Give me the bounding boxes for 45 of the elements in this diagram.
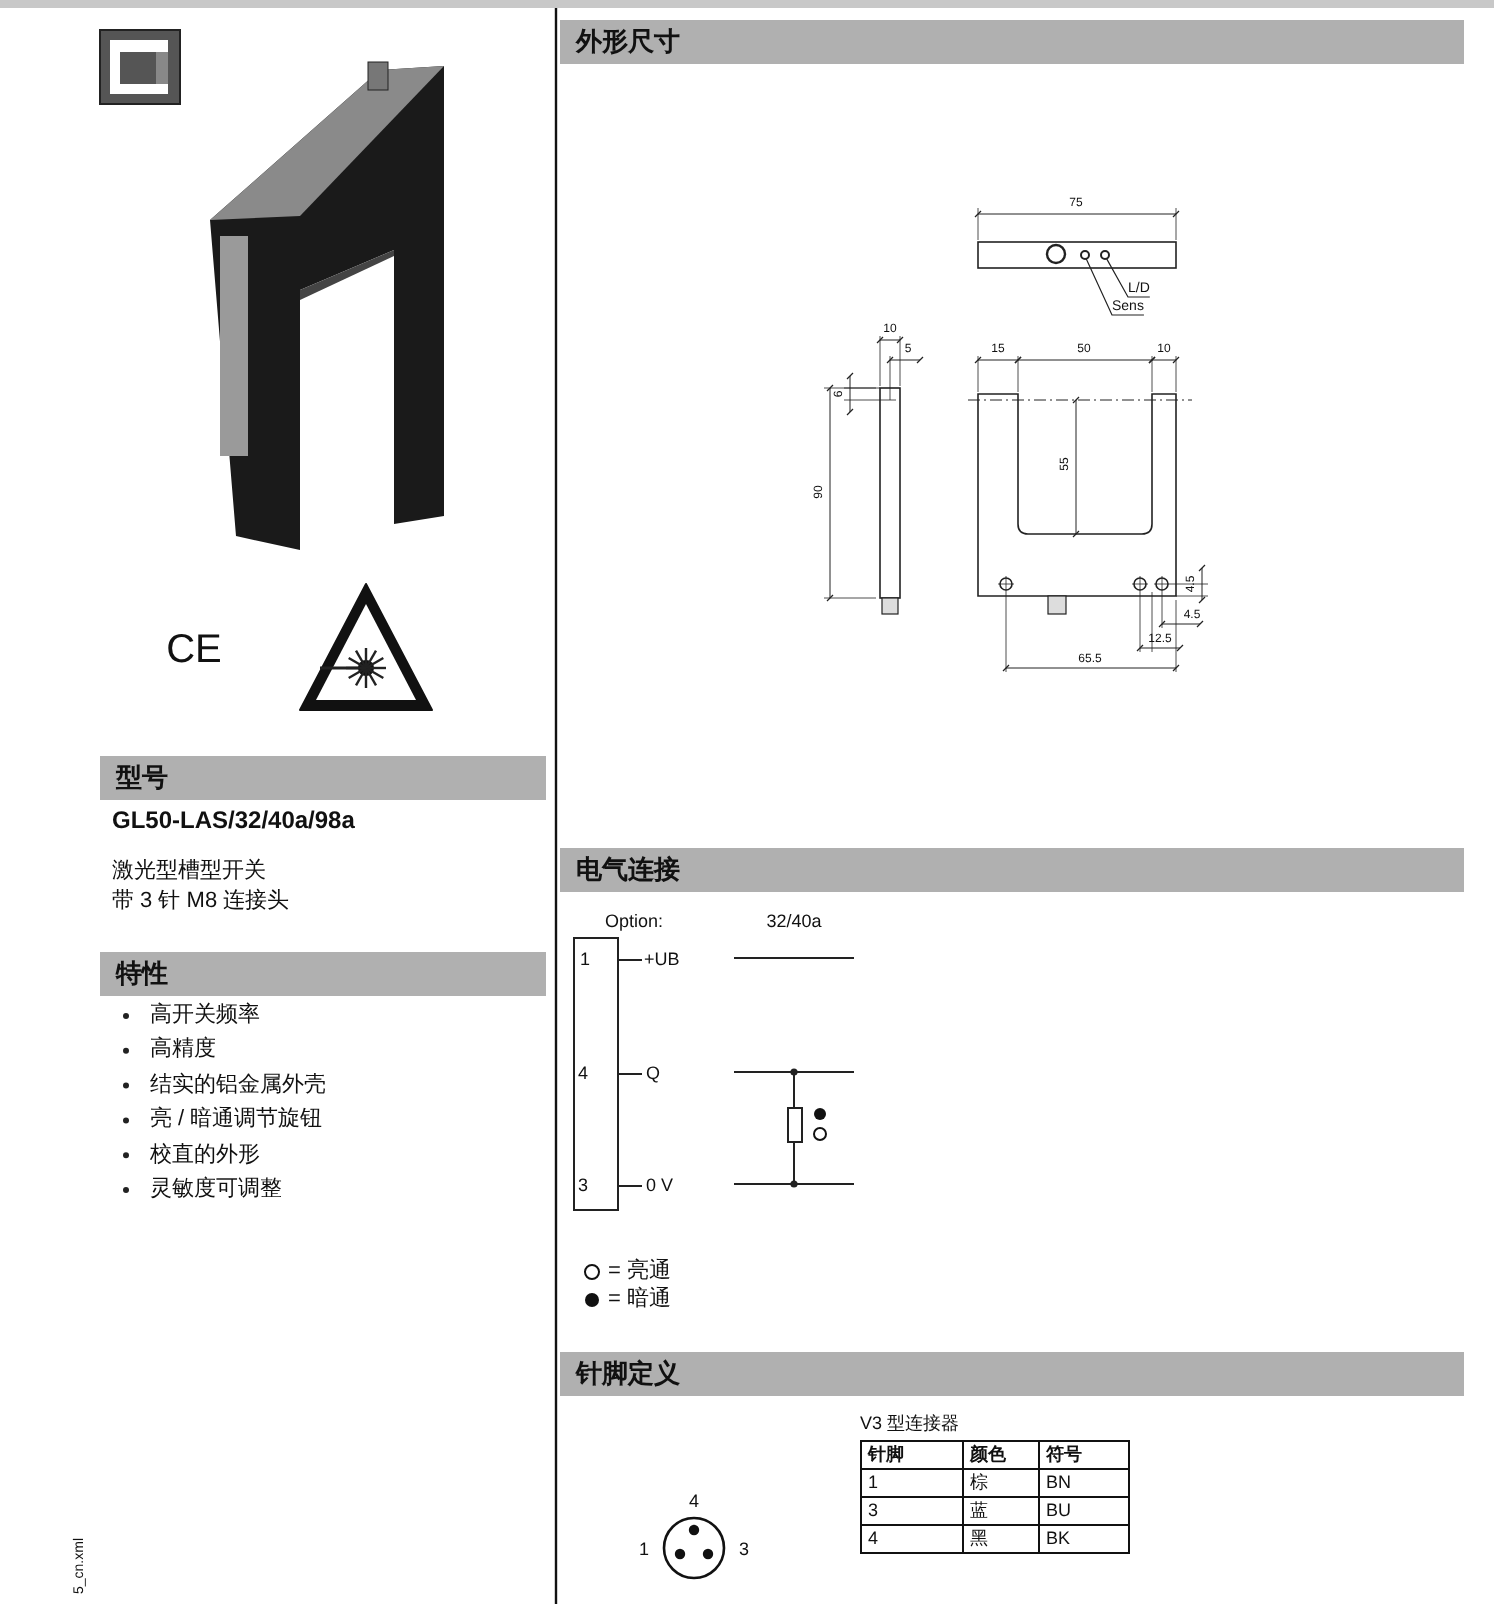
pin-number: 4 — [689, 1493, 699, 1511]
pin-label: 4 — [578, 1065, 589, 1083]
section-header: 针脚定义 — [560, 1352, 1464, 1396]
table-cell: 3 — [861, 1497, 963, 1525]
text-label: V3 型连接器 — [860, 1415, 960, 1433]
feature-item: 结实的铝金属外壳 — [150, 1074, 326, 1097]
pin-label: 1 — [580, 951, 591, 969]
feature-item: 高精度 — [150, 1039, 216, 1062]
section-header: 特性 — [100, 952, 546, 996]
table-cell: 4 — [861, 1525, 963, 1553]
table-header-cell: 针脚 — [861, 1441, 963, 1469]
table-cell: 蓝 — [963, 1497, 1039, 1525]
description-text: 激光型槽型开关 — [112, 861, 266, 883]
table-header-cell: 符号 — [1039, 1441, 1129, 1469]
section-header: 外形尺寸 — [560, 20, 1464, 64]
table-cell: BN — [1039, 1469, 1129, 1497]
pin-number: 3 — [739, 1541, 749, 1559]
section-header: 电气连接 — [560, 848, 1464, 892]
legend-text: = 亮通 — [608, 1261, 671, 1283]
table-cell: BK — [1039, 1525, 1129, 1553]
table-cell: BU — [1039, 1497, 1129, 1525]
table-cell: 黑 — [963, 1525, 1039, 1553]
pin-label: +UB — [644, 951, 680, 969]
pin-label: Q — [646, 1065, 661, 1083]
pin-label: 0 V — [646, 1177, 674, 1195]
table-header-cell: 颜色 — [963, 1441, 1039, 1469]
adjustment-knob — [1099, 249, 1109, 259]
leader-line — [1085, 257, 1145, 316]
feature-item: 高开关频率 — [150, 1005, 260, 1027]
ce-mark: CE — [166, 630, 222, 670]
feature-item: 亮 / 暗通调节旋钮 — [150, 1109, 323, 1132]
pin-label: 3 — [578, 1177, 589, 1195]
column-heading: Option: — [604, 913, 664, 931]
leader-line — [1105, 257, 1151, 298]
description-text: 带 3 针 M8 连接头 — [112, 891, 290, 913]
adjustment-knob — [1079, 249, 1089, 259]
section-header: 型号 — [100, 756, 546, 800]
column-heading: 32/40a — [766, 913, 822, 931]
pin-number: 1 — [639, 1541, 649, 1559]
model-number: GL50-LAS/32/40a/98a — [112, 808, 355, 832]
table-cell: 1 — [861, 1469, 963, 1497]
legend-text: = 暗通 — [608, 1289, 671, 1311]
table-cell: 棕 — [963, 1469, 1039, 1497]
feature-item: 校直的外形 — [150, 1144, 260, 1167]
feature-item: 灵敏度可调整 — [150, 1179, 282, 1201]
